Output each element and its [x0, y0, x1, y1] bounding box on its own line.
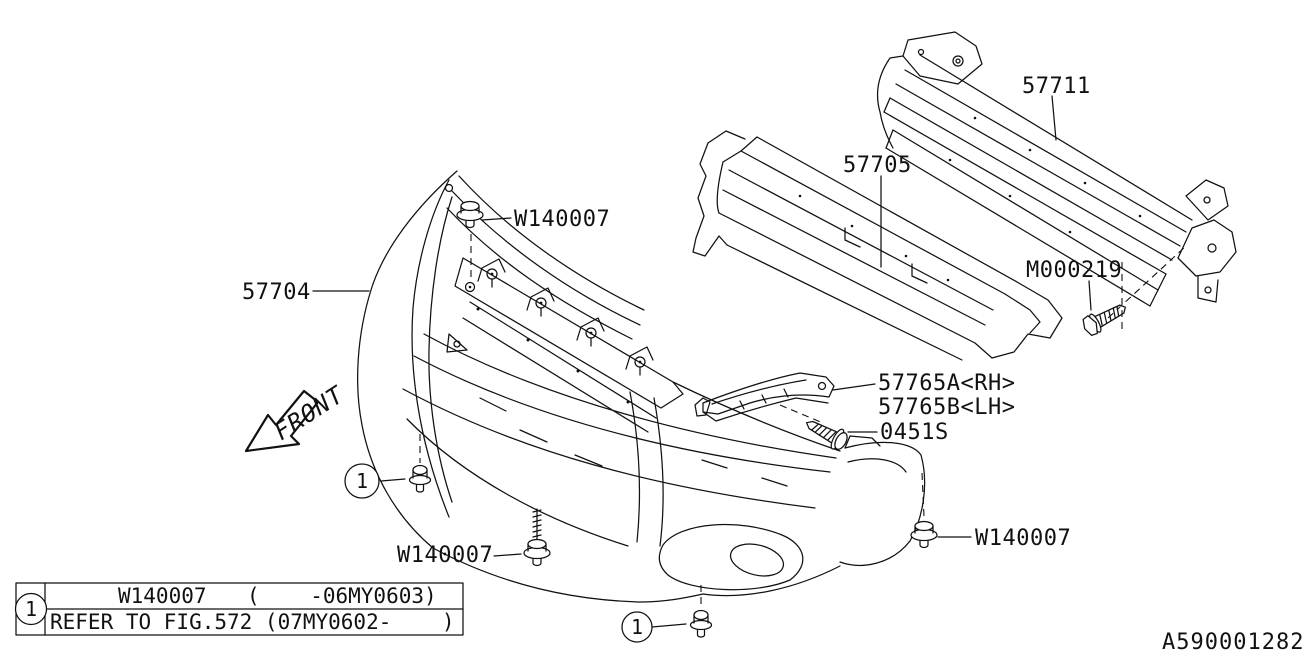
part-label-w140007-bottom: W140007	[397, 543, 493, 568]
front-label: FRONT	[269, 380, 349, 446]
drawing-number: A590001282	[1162, 630, 1304, 653]
part-label-0451s: 0451S	[880, 420, 949, 445]
callout-circle-left	[344, 463, 380, 499]
clip-fastener-top	[456, 200, 484, 229]
note-table-model-range: ( -06MY0603)	[247, 584, 437, 608]
note-table-part-number: W140007	[118, 584, 207, 608]
front-arrow-icon	[244, 389, 320, 453]
bumper-face-57704-part	[357, 170, 926, 603]
energy-absorber-57705-part	[692, 130, 1063, 361]
tapping-screw-0451s	[800, 412, 852, 454]
part-label-w140007-top: W140007	[514, 207, 610, 232]
callout-circle-table	[14, 592, 48, 626]
screw-callout-bottom	[689, 609, 713, 638]
part-label-m000219: M000219	[1026, 258, 1122, 283]
callout-circles: 1 1	[344, 463, 653, 643]
screw-callout-left	[408, 464, 432, 493]
note-table: W140007 ( -06MY0603) REFER TO FIG.572 (0…	[14, 582, 464, 636]
part-label-w140007-right: W140007	[975, 526, 1071, 551]
callout-number-left: 1	[356, 469, 368, 493]
part-labels: 57711 57705 57704 W140007 M000219 57765A…	[242, 74, 1122, 568]
clip-fastener-right	[910, 520, 938, 549]
clip-fastener-bottom	[523, 538, 551, 567]
screw-thread	[532, 508, 542, 541]
front-direction-indicator: FRONT	[244, 380, 350, 453]
part-label-57711: 57711	[1022, 74, 1091, 99]
part-label-57765b-lh: 57765B<LH>	[878, 395, 1015, 420]
callout-circle-bottom	[621, 611, 653, 643]
part-label-57704: 57704	[242, 280, 311, 305]
note-table-refer-note: REFER TO FIG.572 (07MY0602- )	[50, 610, 455, 634]
part-label-57705: 57705	[843, 153, 912, 178]
part-label-57765a-rh: 57765A<RH>	[878, 371, 1015, 396]
fasteners	[408, 200, 1131, 638]
side-bracket-57765-part	[694, 372, 835, 422]
leader-lines	[312, 95, 1092, 628]
callout-number-bottom: 1	[631, 615, 643, 639]
callout-number-table: 1	[25, 597, 37, 621]
bumper-beam-57711-part	[877, 31, 1237, 307]
